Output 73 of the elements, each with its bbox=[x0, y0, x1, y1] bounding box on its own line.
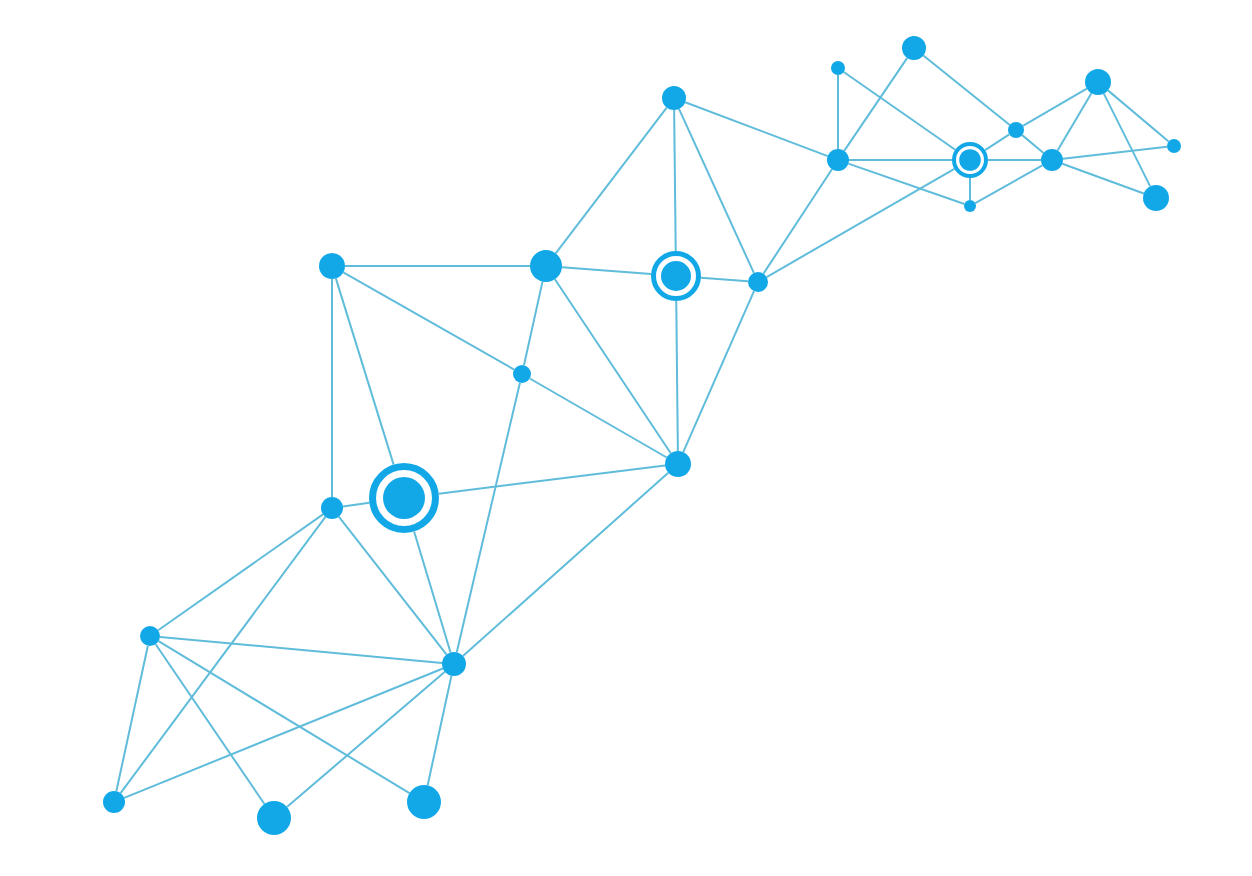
network-link bbox=[157, 640, 411, 795]
network-link bbox=[119, 515, 327, 795]
network-link bbox=[157, 513, 324, 632]
network-node bbox=[257, 801, 291, 835]
network-link bbox=[285, 670, 446, 808]
network-link bbox=[337, 515, 448, 656]
network-link bbox=[848, 159, 953, 161]
network-node bbox=[665, 451, 691, 477]
network-link bbox=[843, 56, 909, 152]
target-node bbox=[651, 251, 701, 301]
network-link bbox=[682, 290, 755, 454]
network-node bbox=[662, 86, 686, 110]
network-link bbox=[522, 280, 544, 367]
network-link bbox=[158, 635, 444, 664]
network-link bbox=[344, 265, 531, 267]
network-node bbox=[319, 253, 345, 279]
network-node bbox=[902, 36, 926, 60]
network-node bbox=[513, 365, 531, 383]
network-link bbox=[1056, 92, 1093, 152]
network-link bbox=[115, 644, 149, 793]
network-link bbox=[673, 109, 677, 252]
network-node bbox=[103, 791, 125, 813]
network-link bbox=[1106, 89, 1170, 143]
network-link bbox=[123, 667, 444, 799]
network-link bbox=[987, 159, 1042, 161]
network-node bbox=[748, 272, 768, 292]
network-link bbox=[528, 377, 668, 459]
network-link bbox=[1021, 134, 1045, 154]
network-link bbox=[1021, 87, 1088, 127]
network-link bbox=[984, 133, 1011, 152]
network-node bbox=[1085, 69, 1111, 95]
network-link bbox=[837, 74, 839, 150]
network-link bbox=[154, 643, 266, 805]
network-link bbox=[461, 471, 670, 657]
network-node bbox=[140, 626, 160, 646]
network-link bbox=[699, 276, 749, 283]
network-link bbox=[762, 168, 833, 275]
network-link bbox=[842, 71, 957, 151]
network-link bbox=[765, 168, 956, 278]
network-node bbox=[407, 785, 441, 819]
network-node bbox=[1008, 122, 1024, 138]
network-link bbox=[847, 162, 966, 205]
target-node bbox=[952, 142, 988, 178]
network-link bbox=[554, 106, 668, 255]
network-link bbox=[1061, 162, 1145, 195]
network-link bbox=[341, 501, 371, 508]
network-link bbox=[342, 271, 516, 371]
network-link bbox=[553, 278, 672, 455]
network-link bbox=[974, 164, 1044, 205]
target-node bbox=[369, 463, 439, 533]
network-link bbox=[331, 278, 333, 498]
network-link bbox=[675, 300, 679, 452]
network-link bbox=[969, 177, 971, 201]
network-link bbox=[678, 107, 755, 274]
network-link bbox=[1061, 145, 1169, 160]
network-link bbox=[455, 381, 521, 654]
network-link bbox=[437, 464, 667, 495]
network-node bbox=[1143, 185, 1169, 211]
network-node bbox=[442, 652, 466, 676]
network-link bbox=[334, 277, 395, 466]
network-link bbox=[684, 101, 829, 158]
network-link bbox=[922, 54, 1011, 126]
network-node bbox=[1167, 139, 1181, 153]
network-link bbox=[426, 674, 453, 787]
network-link bbox=[1102, 92, 1152, 188]
network-node bbox=[1041, 149, 1063, 171]
network-link bbox=[560, 266, 653, 276]
network-link bbox=[413, 530, 452, 654]
network-node bbox=[530, 250, 562, 282]
network-node bbox=[831, 61, 845, 75]
network-node bbox=[827, 149, 849, 171]
network-node bbox=[964, 200, 976, 212]
network-node bbox=[321, 497, 343, 519]
